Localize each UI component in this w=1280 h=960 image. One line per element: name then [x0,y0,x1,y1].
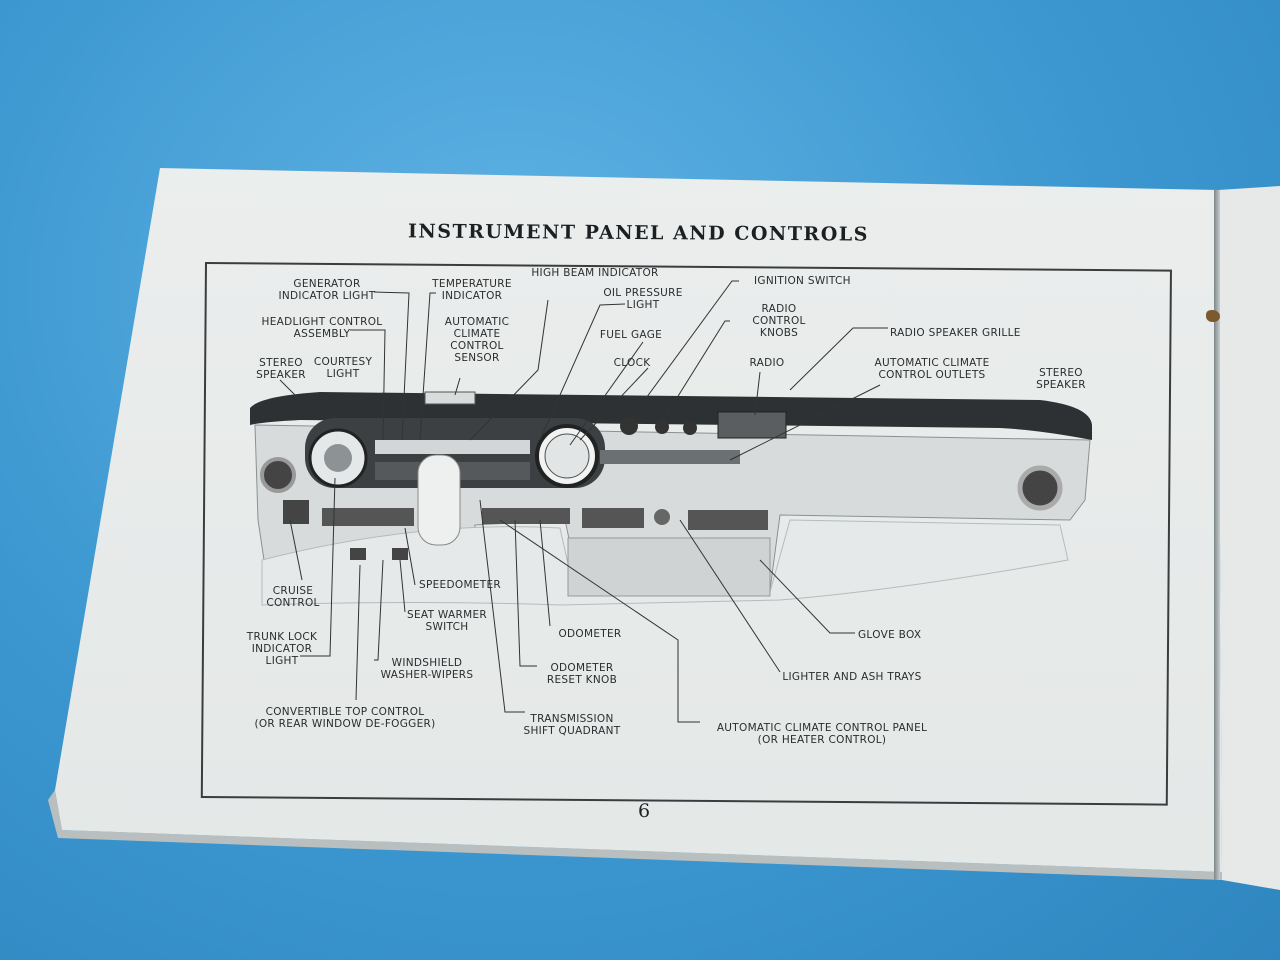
label-line: LIGHT [326,368,360,380]
label-line: CRUISE [272,585,314,597]
label-ignition-switch: IGNITION SWITCH [754,275,851,287]
page-stain [1206,310,1220,322]
label-glove-box: GLOVE BOX [858,629,922,641]
label-line: ASSEMBLY [293,328,351,340]
right-vent [1017,465,1063,511]
label-line: SENSOR [454,352,500,364]
label-line: WASHER-WIPERS [380,669,474,681]
label-line: CLIMATE [453,328,501,340]
label-line: OIL PRESSURE [603,287,683,299]
label-line: COURTESY [313,356,373,368]
label-fuel-gage: FUEL GAGE [599,329,663,341]
label-convertible-top-control: CONVERTIBLE TOP CONTROL(OR REAR WINDOW D… [254,706,435,730]
label-line: SEAT WARMER [407,609,487,621]
label-line: (OR HEATER CONTROL) [757,734,887,746]
label-climate-control-panel: AUTOMATIC CLIMATE CONTROL PANEL(OR HEATE… [717,722,927,746]
book-gutter [1214,190,1220,880]
label-line: ODOMETER [550,662,614,674]
label-odometer: ODOMETER [558,628,622,640]
label-line: INDICATOR [251,643,313,655]
label-line: AUTOMATIC CLIMATE [874,357,990,369]
label-line: LIGHT [626,299,660,311]
label-line: RESET KNOB [546,674,618,686]
label-high-beam-indicator: HIGH BEAM INDICATOR [531,267,659,279]
label-line: RADIO [761,303,797,315]
label-line: (OR REAR WINDOW DE-FOGGER) [254,718,436,730]
label-line: CONVERTIBLE TOP CONTROL [265,706,425,718]
label-line: CONTROL [266,597,320,609]
label-line: STEREO [1039,367,1083,379]
label-clock: CLOCK [613,357,651,369]
label-radio: RADIO [749,357,785,369]
label-line: WINDSHIELD [391,657,463,669]
label-line: SPEAKER [1036,379,1086,391]
page-number: 6 [638,800,651,822]
label-line: AUTOMATIC [444,316,510,328]
label-line: SHIFT QUADRANT [523,725,621,737]
label-lighter-and-ash-trays: LIGHTER AND ASH TRAYS [782,671,922,683]
glove-box [567,537,771,597]
label-line: SWITCH [425,621,469,633]
label-line: LIGHT [265,655,299,667]
label-line: STEREO [259,357,303,369]
label-line: TRUNK LOCK [246,631,318,643]
label-line: HEADLIGHT CONTROL [261,316,383,328]
label-line: INDICATOR [441,290,503,302]
label-line: CONTROL [752,315,806,327]
radio-unit [717,411,787,439]
label-radio-speaker-grille: RADIO SPEAKER GRILLE [890,327,1021,339]
label-line: CONTROL [450,340,504,352]
label-line: TEMPERATURE [432,278,512,290]
label-line: CONTROL OUTLETS [878,369,986,381]
label-line: SPEAKER [256,369,306,381]
leader-lines [279,280,888,723]
label-line: GENERATOR [293,278,361,290]
label-line: AUTOMATIC CLIMATE CONTROL PANEL [716,722,928,734]
left-vent [260,457,296,493]
steering-column [417,454,461,546]
label-speedometer: SPEEDOMETER [419,579,501,591]
climate-outlet-center [600,450,740,464]
speedometer-strip [375,440,530,454]
label-line: INDICATOR LIGHT [278,290,376,302]
label-line: KNOBS [759,327,799,339]
label-line: TRANSMISSION [530,713,614,725]
